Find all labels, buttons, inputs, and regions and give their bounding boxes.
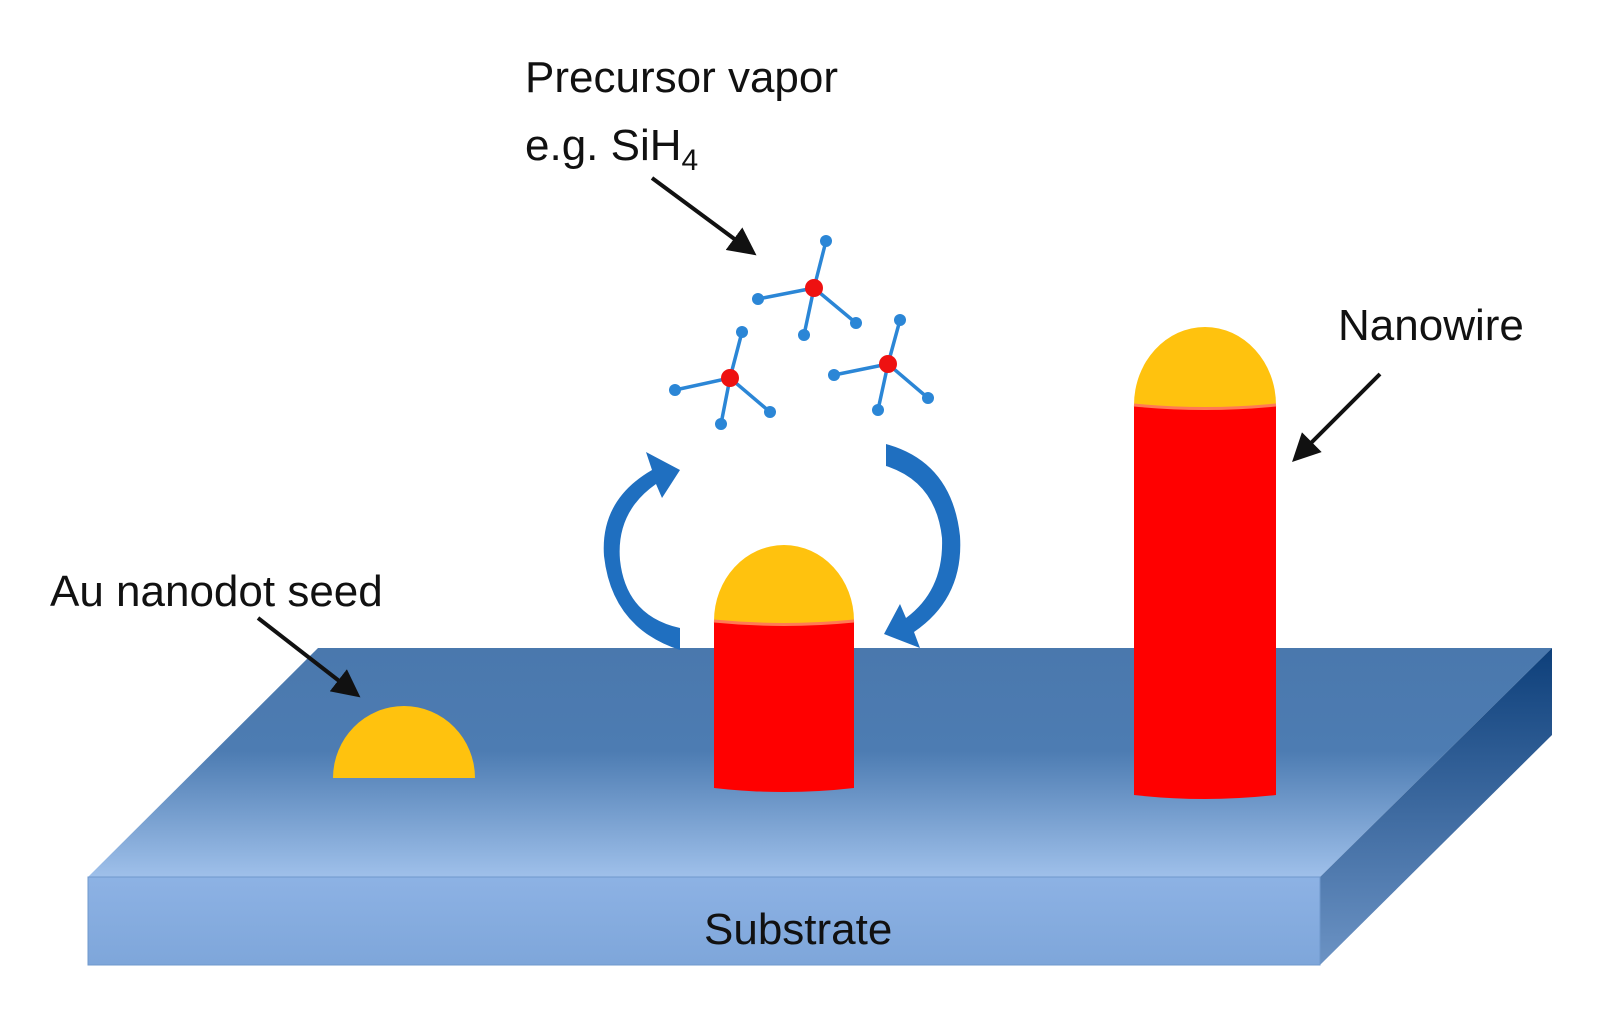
growing-nanowire	[713, 545, 855, 792]
au-nanodot-seed	[333, 706, 475, 778]
nanowire-pointer-arrow	[1292, 372, 1382, 462]
precursor-pointer-arrow	[650, 176, 757, 256]
precursor-formula: e.g. SiH	[525, 121, 682, 170]
silane-molecule-icon	[828, 314, 934, 416]
cycle-arrow-left	[603, 452, 680, 650]
tall-nanowire-body	[1134, 405, 1276, 799]
seed-pointer-arrow	[256, 616, 361, 698]
tall-nanowire	[1133, 327, 1277, 799]
tall-nanowire-cap	[1134, 327, 1276, 409]
tall-nanowire-interface	[1133, 403, 1277, 410]
growing-nanowire-body	[714, 621, 854, 792]
precursor-label-line1: Precursor vapor	[525, 53, 838, 102]
substrate-side-face	[1320, 648, 1552, 965]
silane-molecule-icon	[752, 235, 862, 341]
nanowire-label: Nanowire	[1338, 301, 1524, 350]
cycle-arrow-right	[884, 444, 961, 648]
substrate-front-face	[87, 876, 1321, 966]
precursor-label-line2: e.g. SiH4	[525, 121, 698, 177]
growing-nanowire-cap	[714, 545, 854, 625]
substrate-label: Substrate	[704, 905, 892, 954]
seed-label: Au nanodot seed	[50, 567, 383, 616]
growing-nanowire-interface	[713, 619, 855, 626]
precursor-formula-subscript: 4	[682, 144, 699, 177]
silane-molecule-icon	[669, 326, 776, 430]
curved-arrow-icon	[603, 452, 680, 650]
curved-arrow-icon	[884, 444, 961, 648]
